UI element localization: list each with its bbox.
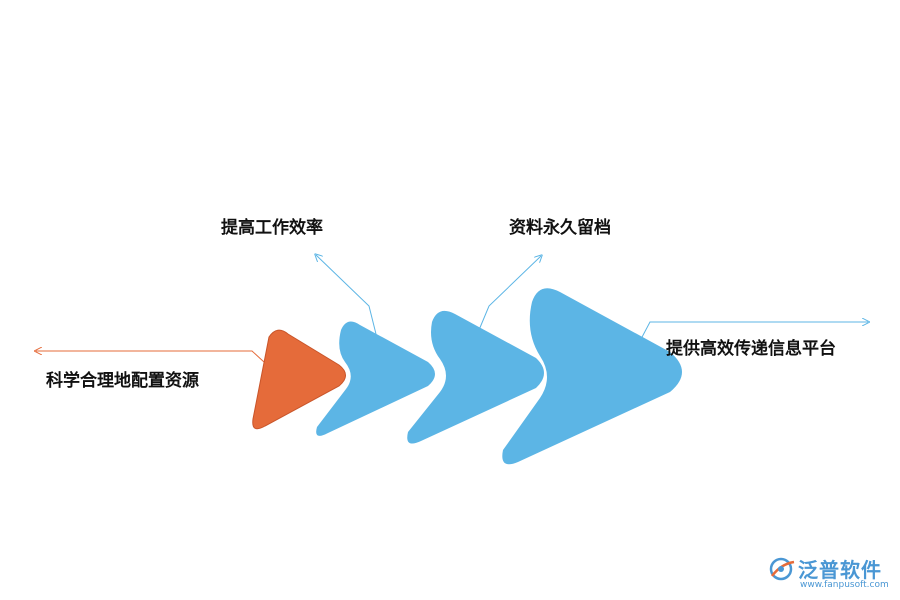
connector-left-line: [36, 351, 265, 363]
watermark-logo: 泛普软件 www.fanpusoft.com: [768, 552, 894, 596]
connector-top1-line: [316, 255, 377, 335]
orange-triangle-shape: [252, 329, 346, 430]
connector-top2-line: [478, 256, 541, 331]
fanpu-logo-icon: [769, 557, 795, 581]
blue-chevron-3-shape: [502, 288, 682, 465]
watermark-brand-name: 泛普软件: [798, 558, 882, 582]
blue-chevron-1-shape: [316, 321, 435, 436]
label-rational-resource-allocation: 科学合理地配置资源: [46, 371, 199, 391]
label-improve-efficiency: 提高工作效率: [221, 218, 323, 238]
connector-right-line: [640, 322, 868, 340]
blue-chevron-2-shape: [407, 310, 544, 444]
watermark-url: www.fanpusoft.com: [800, 580, 889, 590]
label-info-delivery-platform: 提供高效传递信息平台: [666, 339, 836, 359]
label-permanent-archive: 资料永久留档: [509, 218, 611, 238]
